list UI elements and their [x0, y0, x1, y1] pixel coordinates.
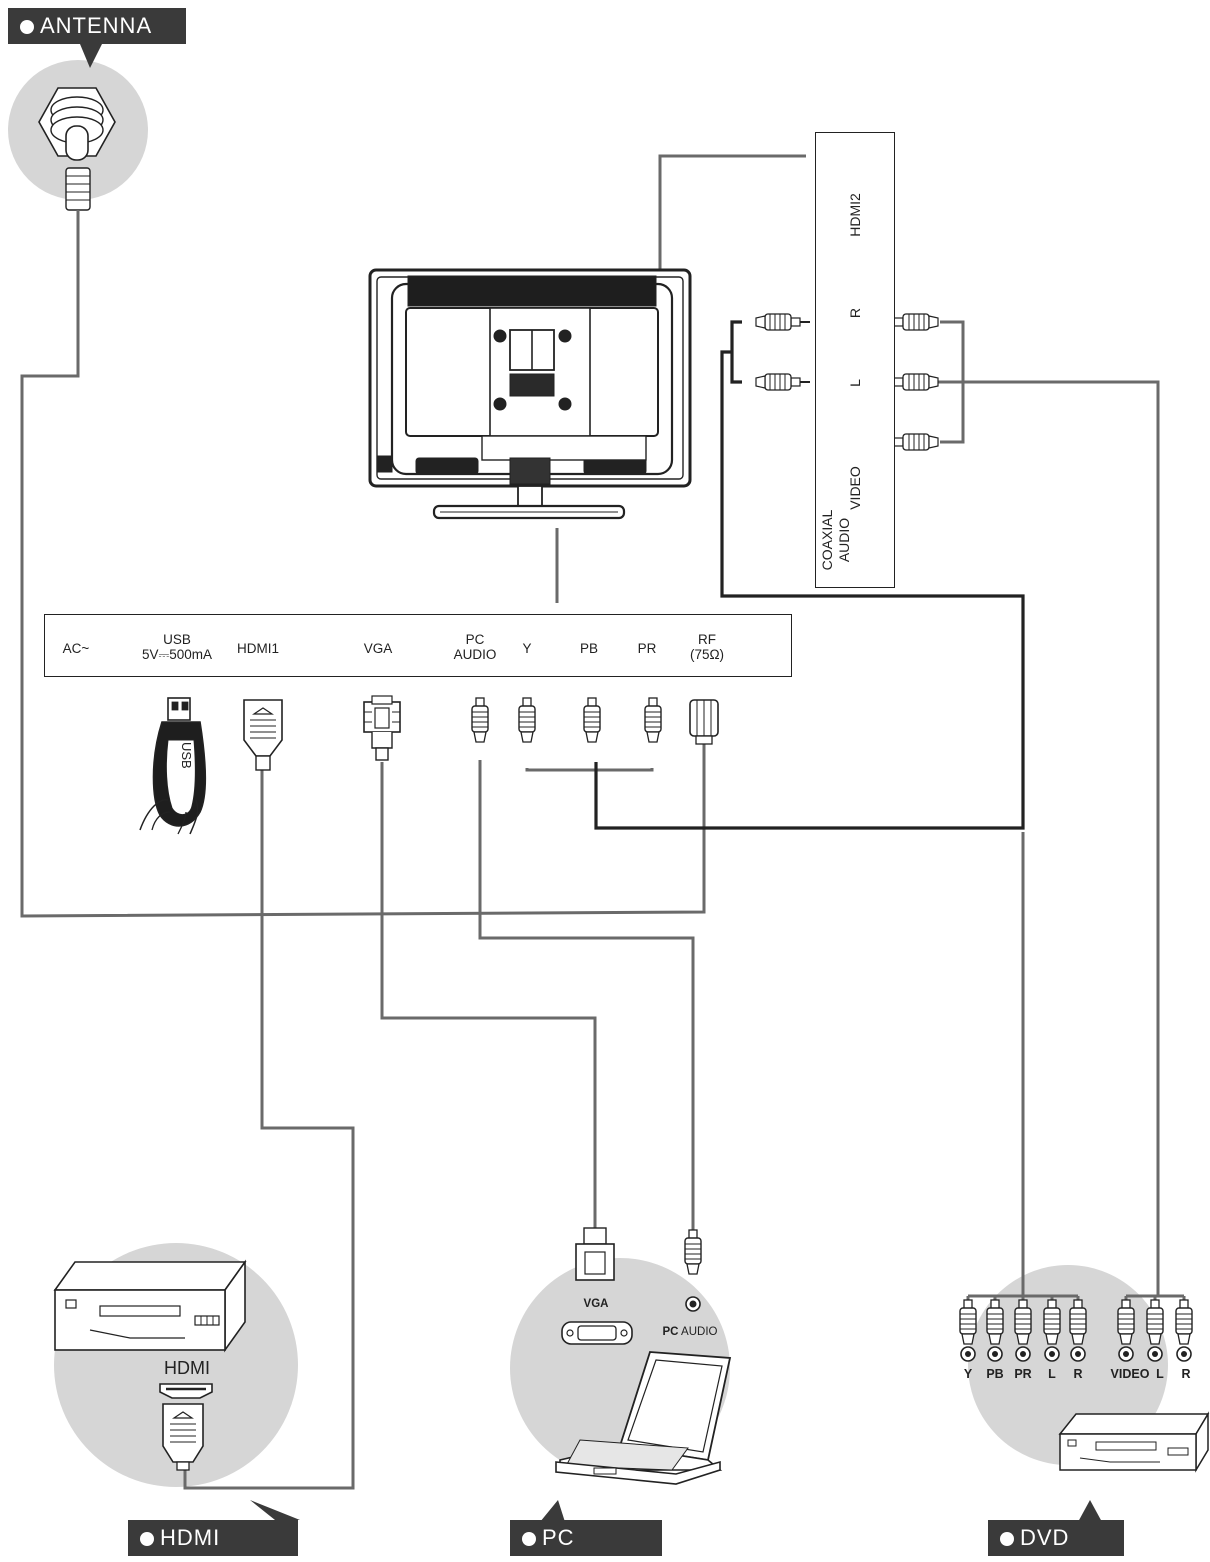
y-plug-icon [518, 697, 536, 743]
panel-label-pr: PR [637, 641, 657, 656]
antenna-socket-icon [38, 87, 116, 211]
dvd-label-y: Y [963, 1367, 973, 1381]
dvd-label-l1: L [1048, 1367, 1056, 1381]
pc-audio-rest: AUDIO [678, 1326, 718, 1338]
pc-audio-line2: AUDIO [453, 647, 497, 662]
dvd-tag-label: DVD [1020, 1525, 1070, 1550]
panel-label-rf: RF (75Ω) [690, 632, 724, 662]
pc-audio-bold: PC [662, 1326, 679, 1338]
side-l-left-plug [755, 373, 811, 391]
pc-audio-line1: PC [465, 632, 485, 647]
usb-line2: 5V⎓500mA [141, 647, 213, 662]
bullet-icon [522, 1532, 536, 1546]
panel-label-y: Y [522, 641, 532, 656]
vga-plug-icon [363, 695, 401, 761]
usb-stick-icon [139, 697, 207, 835]
rf-line2: (75Ω) [689, 647, 725, 662]
panel-label-pb: PB [579, 641, 599, 656]
dvd-tag-pointer [1078, 1500, 1102, 1522]
coaxial-line1: COAXIAL [819, 509, 835, 571]
side-r-left-plug [755, 313, 811, 331]
usb-line1: USB [163, 632, 191, 647]
hdmi-device-label: HDMI [164, 1358, 210, 1378]
dvd-label-pr: PR [1014, 1367, 1032, 1381]
pc-audio-plug-icon [471, 697, 489, 743]
hdmi-tag-label: HDMI [160, 1525, 221, 1550]
pb-plug-icon [583, 697, 601, 743]
side-label-video: VIDEO [847, 466, 863, 510]
panel-label-usb: USB 5V⎓500mA [142, 632, 212, 662]
panel-label-pc-audio: PC AUDIO [454, 632, 497, 662]
pc-tag-label: PC [542, 1525, 575, 1550]
dvd-player-icon [1058, 1411, 1210, 1473]
dvd-tag: DVD [988, 1520, 1124, 1556]
cables [20, 154, 1186, 1490]
bullet-icon [20, 20, 34, 34]
dvd-label-video: VIDEO [1110, 1367, 1150, 1381]
side-connector-panel [815, 132, 895, 588]
antenna-tag: ANTENNA [8, 8, 186, 44]
rf-line1: RF [697, 632, 716, 647]
side-label-r: R [847, 307, 863, 319]
pc-device-icon [555, 1227, 732, 1485]
hdmi1-plug-icon [243, 699, 283, 771]
dvd-plugs [959, 1299, 1193, 1345]
panel-label-vga: VGA [363, 641, 393, 656]
dvd-jacks [960, 1346, 1192, 1362]
pc-audio-label: PC AUDIO [663, 1326, 718, 1338]
side-label-hdmi2: HDMI2 [847, 193, 863, 237]
hdmi-tag: HDMI [128, 1520, 298, 1556]
dvd-label-pb: PB [986, 1367, 1004, 1381]
dvd-label-l2: L [1156, 1367, 1164, 1381]
dvd-label-r2: R [1181, 1367, 1191, 1381]
pc-tag: PC [510, 1520, 662, 1556]
antenna-tag-label: ANTENNA [40, 13, 153, 38]
pc-vga-label: VGA [583, 1298, 609, 1310]
bullet-icon [140, 1532, 154, 1546]
side-label-coaxial-audio: COAXIAL AUDIO [819, 510, 853, 571]
tv-rear-view [368, 268, 692, 520]
usb-stick-label: USB [179, 742, 194, 769]
coaxial-line2: AUDIO [836, 517, 852, 563]
pc-tag-pointer [540, 1500, 565, 1522]
hdmi-source-device-icon [53, 1259, 247, 1471]
rf-plug-icon [689, 699, 719, 745]
cables-dark [594, 320, 1025, 830]
panel-label-ac: AC~ [62, 641, 90, 656]
antenna-tag-pointer [80, 44, 102, 68]
pr-plug-icon [644, 697, 662, 743]
rear-connector-panel [44, 614, 792, 677]
side-label-l: L [847, 379, 863, 387]
panel-label-hdmi1: HDMI1 [236, 641, 280, 656]
bullet-icon [1000, 1532, 1014, 1546]
dvd-label-r1: R [1073, 1367, 1083, 1381]
hdmi-tag-pointer [250, 1500, 300, 1520]
